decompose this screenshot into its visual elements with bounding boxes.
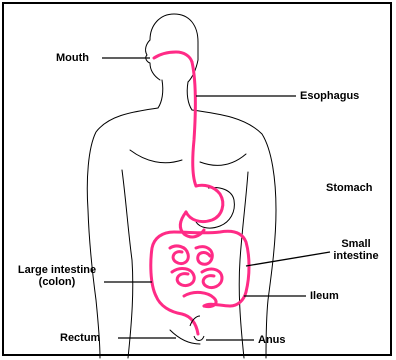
head-outline xyxy=(150,14,198,82)
esophagus-tract xyxy=(192,62,196,186)
label-large-intestine-line2: (colon) xyxy=(10,276,104,288)
label-mouth: Mouth xyxy=(56,52,89,64)
label-large-intestine: Large intestine (colon) xyxy=(10,264,104,288)
rectum-tract xyxy=(156,296,198,334)
leader-lines xyxy=(102,58,330,340)
label-small-intestine-line2: intestine xyxy=(330,250,382,262)
small-intestine-leader xyxy=(246,252,330,266)
torso-left-side xyxy=(122,170,133,358)
chest-right-contour xyxy=(200,154,246,165)
label-rectum: Rectum xyxy=(60,332,100,344)
label-small-intestine: Small intestine xyxy=(330,238,382,262)
label-stomach: Stomach xyxy=(326,182,372,194)
label-large-intestine-line1: Large intestine xyxy=(10,264,104,276)
neck-right xyxy=(187,82,192,110)
digestive-tract xyxy=(151,52,249,334)
large-intestine-tract xyxy=(151,231,249,306)
left-shoulder-arm xyxy=(87,108,158,358)
label-anus: Anus xyxy=(258,334,286,346)
label-esophagus: Esophagus xyxy=(300,90,359,102)
body-outline xyxy=(87,14,276,358)
stomach-tract xyxy=(186,185,223,221)
ileum-tract xyxy=(204,304,230,306)
mouth-tract xyxy=(154,52,192,62)
small-intestine-tract xyxy=(170,246,222,307)
label-small-intestine-line1: Small xyxy=(330,238,382,250)
neck-left xyxy=(158,80,163,108)
face-outline xyxy=(146,40,160,80)
torso-right-side xyxy=(239,172,248,358)
hip-contour xyxy=(170,330,200,344)
chest-left-contour xyxy=(130,150,182,163)
label-ileum: Ileum xyxy=(310,290,339,302)
